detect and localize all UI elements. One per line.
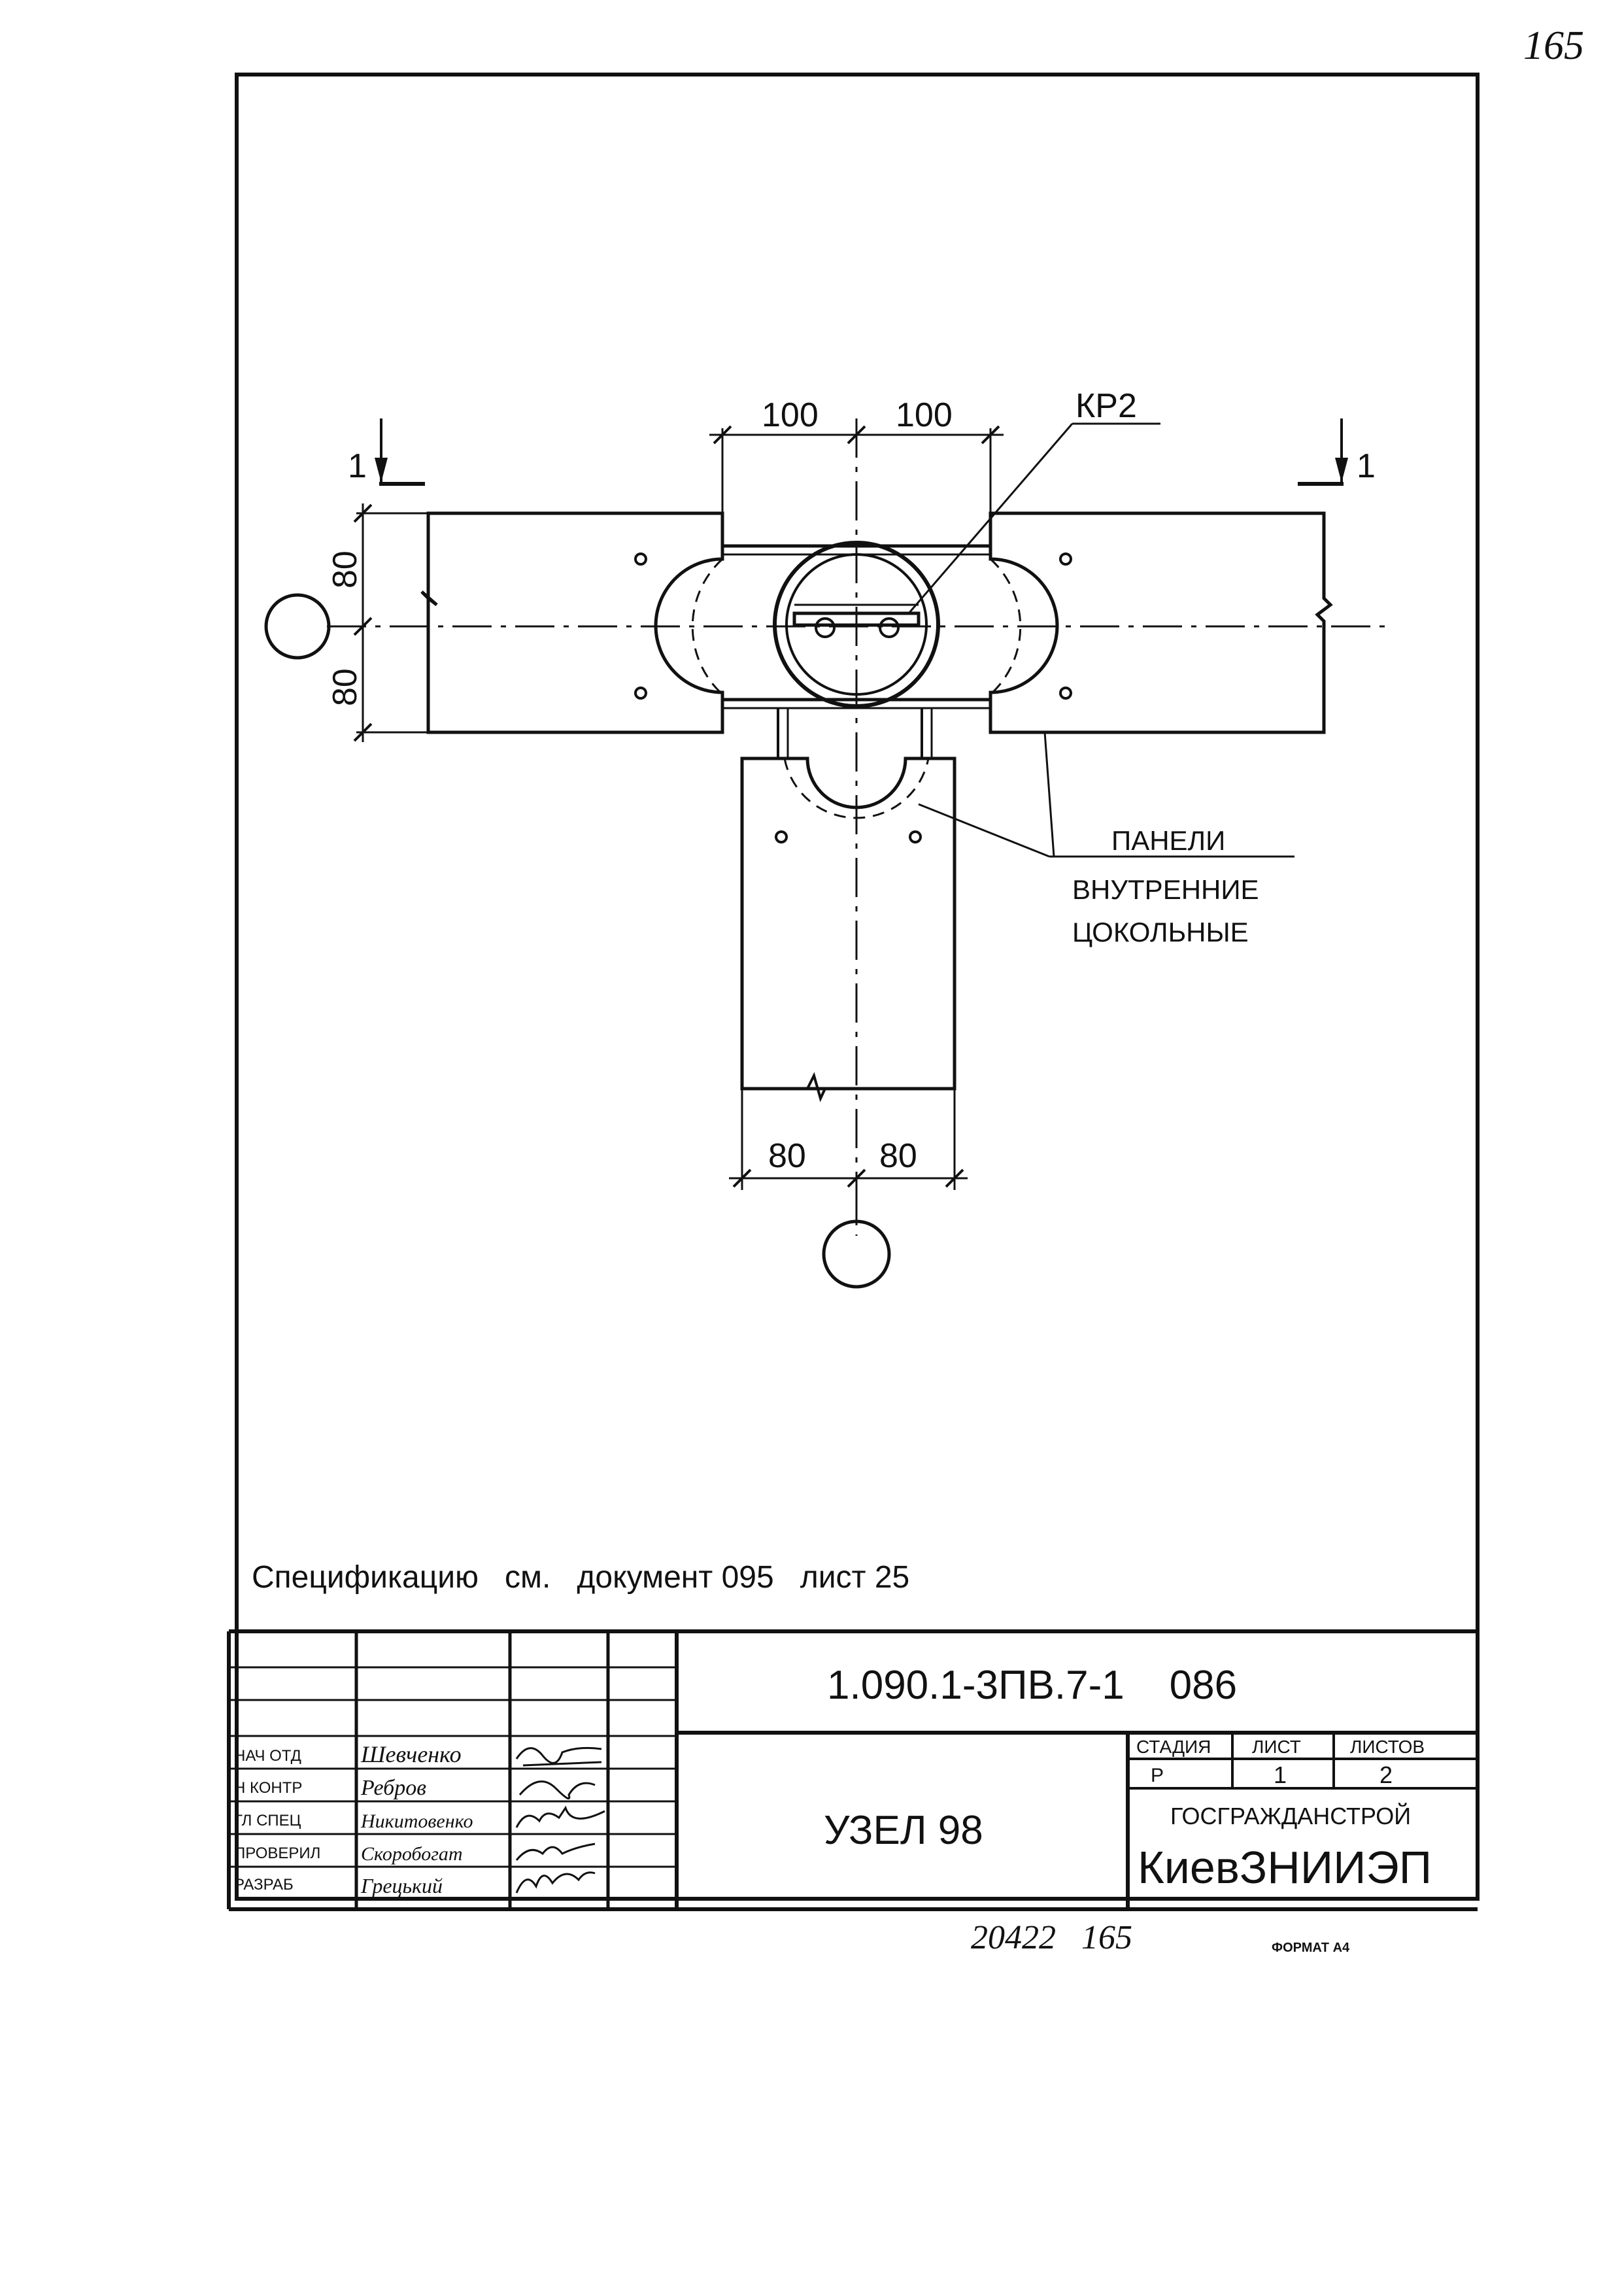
- role-label: РАЗРАБ: [234, 1876, 294, 1894]
- panel-bottom-dashed-arc: [783, 758, 930, 819]
- document-code: 1.090.1-3ПВ.7-1 086: [827, 1663, 1237, 1708]
- label-panels-line2: ВНУТРЕННИЕ: [1072, 874, 1259, 905]
- panel-left-hole: [634, 552, 647, 566]
- person-name: Грецький: [360, 1874, 443, 1897]
- panel-right-dashed-arc: [989, 558, 1022, 696]
- dimension-left: [353, 503, 428, 742]
- label-kr2: КР2: [1075, 387, 1137, 425]
- dim-bottom-right: 80: [879, 1137, 917, 1175]
- label-panels-line1: ПАНЕЛИ: [1111, 825, 1225, 856]
- role-label: Н КОНТР: [234, 1779, 302, 1797]
- panel-left: [420, 511, 724, 734]
- panel-left-hole: [634, 687, 647, 700]
- section-mark-left: [375, 418, 425, 486]
- label-panels-line3: ЦОКОЛЬНЫЕ: [1072, 917, 1249, 947]
- panel-bottom-hole: [775, 830, 788, 843]
- panel-right-hole: [1059, 552, 1072, 566]
- org-line2: КиевЗНИИЭП: [1138, 1842, 1432, 1893]
- panel-bottom-hole: [909, 830, 922, 843]
- person-name: Скоробогат: [361, 1843, 463, 1865]
- role-label: НАЧ ОТД: [234, 1747, 301, 1765]
- role-label: ПРОВЕРИЛ: [234, 1844, 320, 1862]
- leader-panels: [918, 803, 1050, 858]
- axis-bubble-left: [264, 593, 331, 660]
- node-drawing: 100 100 80 80 80 80 1: [264, 387, 1386, 1289]
- person-name: Никитовенко: [360, 1810, 473, 1832]
- org-line1: ГОСГРАЖДАНСТРОЙ: [1170, 1802, 1411, 1829]
- page-number: 165: [1523, 24, 1584, 68]
- drawing-title: УЗЕЛ 98: [824, 1808, 983, 1853]
- axis-bubble-bottom: [822, 1219, 891, 1289]
- frame-bolt: [879, 617, 900, 638]
- panel-right: [989, 511, 1333, 734]
- stage-value: Р: [1151, 1765, 1164, 1786]
- panel-bottom: [740, 756, 956, 1091]
- panel-left-dashed-arc: [691, 558, 724, 696]
- dim-top-right: 100: [896, 396, 953, 434]
- specification-note: Спецификацию см. документ 095 лист 25: [252, 1560, 909, 1595]
- dimension-top: [709, 425, 1004, 513]
- section-mark-left-label: 1: [348, 447, 367, 485]
- dim-bottom-left: 80: [768, 1137, 806, 1175]
- sheet-frame: [235, 73, 1480, 1901]
- signatures: [515, 1746, 605, 1894]
- central-column-outer: [773, 541, 940, 708]
- dim-top-left: 100: [762, 396, 819, 434]
- dimension-bottom: [729, 1089, 968, 1190]
- section-mark-right-label: 1: [1357, 447, 1376, 485]
- connector-rods: [722, 544, 990, 758]
- central-column-inner: [785, 553, 928, 696]
- sheet-value: 1: [1274, 1761, 1287, 1788]
- person-name: Шевченко: [360, 1741, 462, 1767]
- frame-plate-kr2: [792, 611, 921, 627]
- archive-number: 20422 165: [971, 1919, 1132, 1956]
- sheet-header: ЛИСТ: [1252, 1737, 1301, 1757]
- panel-bottom-break: [806, 1072, 826, 1102]
- person-name: Ребров: [360, 1776, 426, 1800]
- stage-header: СТАДИЯ: [1136, 1737, 1211, 1757]
- dim-left-lower: 80: [326, 668, 364, 706]
- role-label: ГЛ СПЕЦ: [234, 1812, 301, 1829]
- leader-kr2: [907, 423, 1074, 614]
- title-block: [227, 1629, 1478, 1911]
- section-mark-right: [1298, 418, 1348, 486]
- sheets-header: ЛИСТОВ: [1350, 1737, 1425, 1757]
- frame-bolt: [815, 617, 836, 638]
- format-label: ФОРМАТ А4: [1272, 1941, 1350, 1955]
- panel-right-hole: [1059, 687, 1072, 700]
- dim-left-upper: 80: [326, 551, 364, 588]
- sheets-value: 2: [1379, 1761, 1393, 1788]
